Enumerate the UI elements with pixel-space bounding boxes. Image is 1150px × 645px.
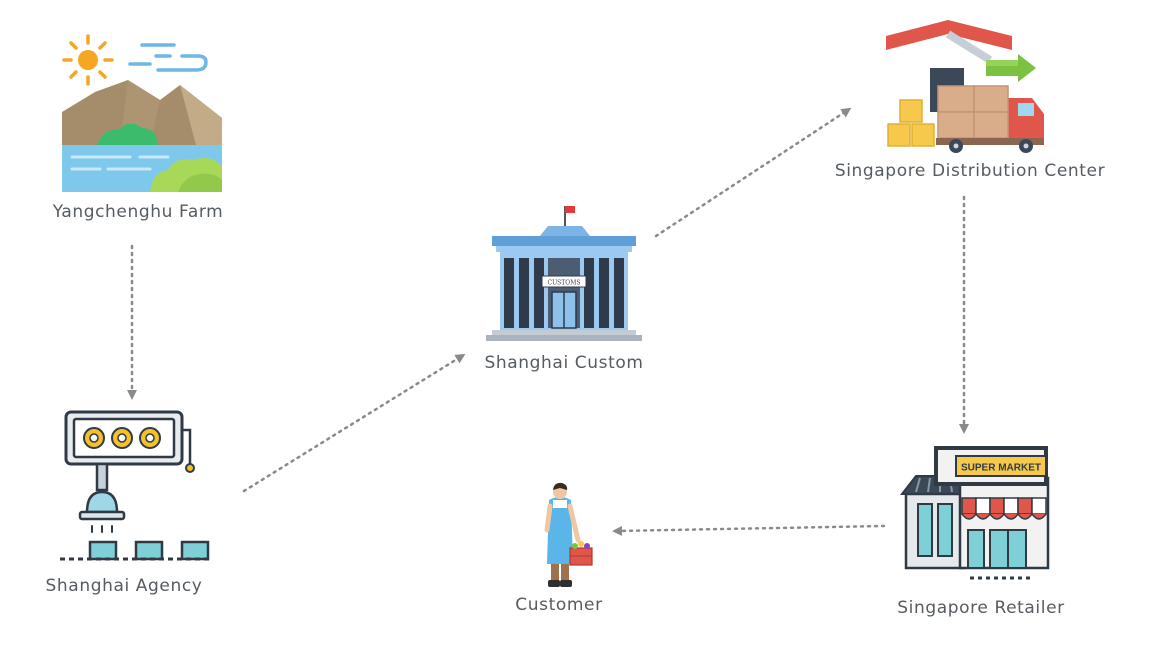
supermarket-sign-text: SUPER MARKET — [961, 463, 1041, 474]
agency-machine-icon — [60, 410, 212, 561]
node-label-distribution: Singapore Distribution Center — [834, 161, 1106, 181]
sun-icon — [62, 34, 114, 86]
customer-person-icon — [544, 482, 593, 587]
node-label-custom: Shanghai Custom — [484, 353, 644, 373]
customs-building-icon: CUSTOMS — [486, 206, 642, 341]
customs-sign-text: CUSTOMS — [548, 280, 581, 287]
node-label-farm: Yangchenghu Farm — [52, 202, 224, 222]
edge-agency-to-custom — [242, 353, 466, 493]
farm-landscape-icon — [62, 34, 222, 192]
node-label-retailer: Singapore Retailer — [897, 598, 1065, 618]
cloud-icon — [128, 43, 208, 72]
node-label-customer: Customer — [515, 595, 603, 615]
supermarket-icon: SUPER MARKET — [899, 446, 1050, 580]
edge-retailer-to-customer — [612, 524, 886, 536]
node-label-agency: Shanghai Agency — [45, 576, 203, 596]
distribution-center-icon — [886, 20, 1044, 153]
edge-custom-to-distribution — [654, 107, 852, 238]
arrow-right-icon — [986, 54, 1036, 82]
